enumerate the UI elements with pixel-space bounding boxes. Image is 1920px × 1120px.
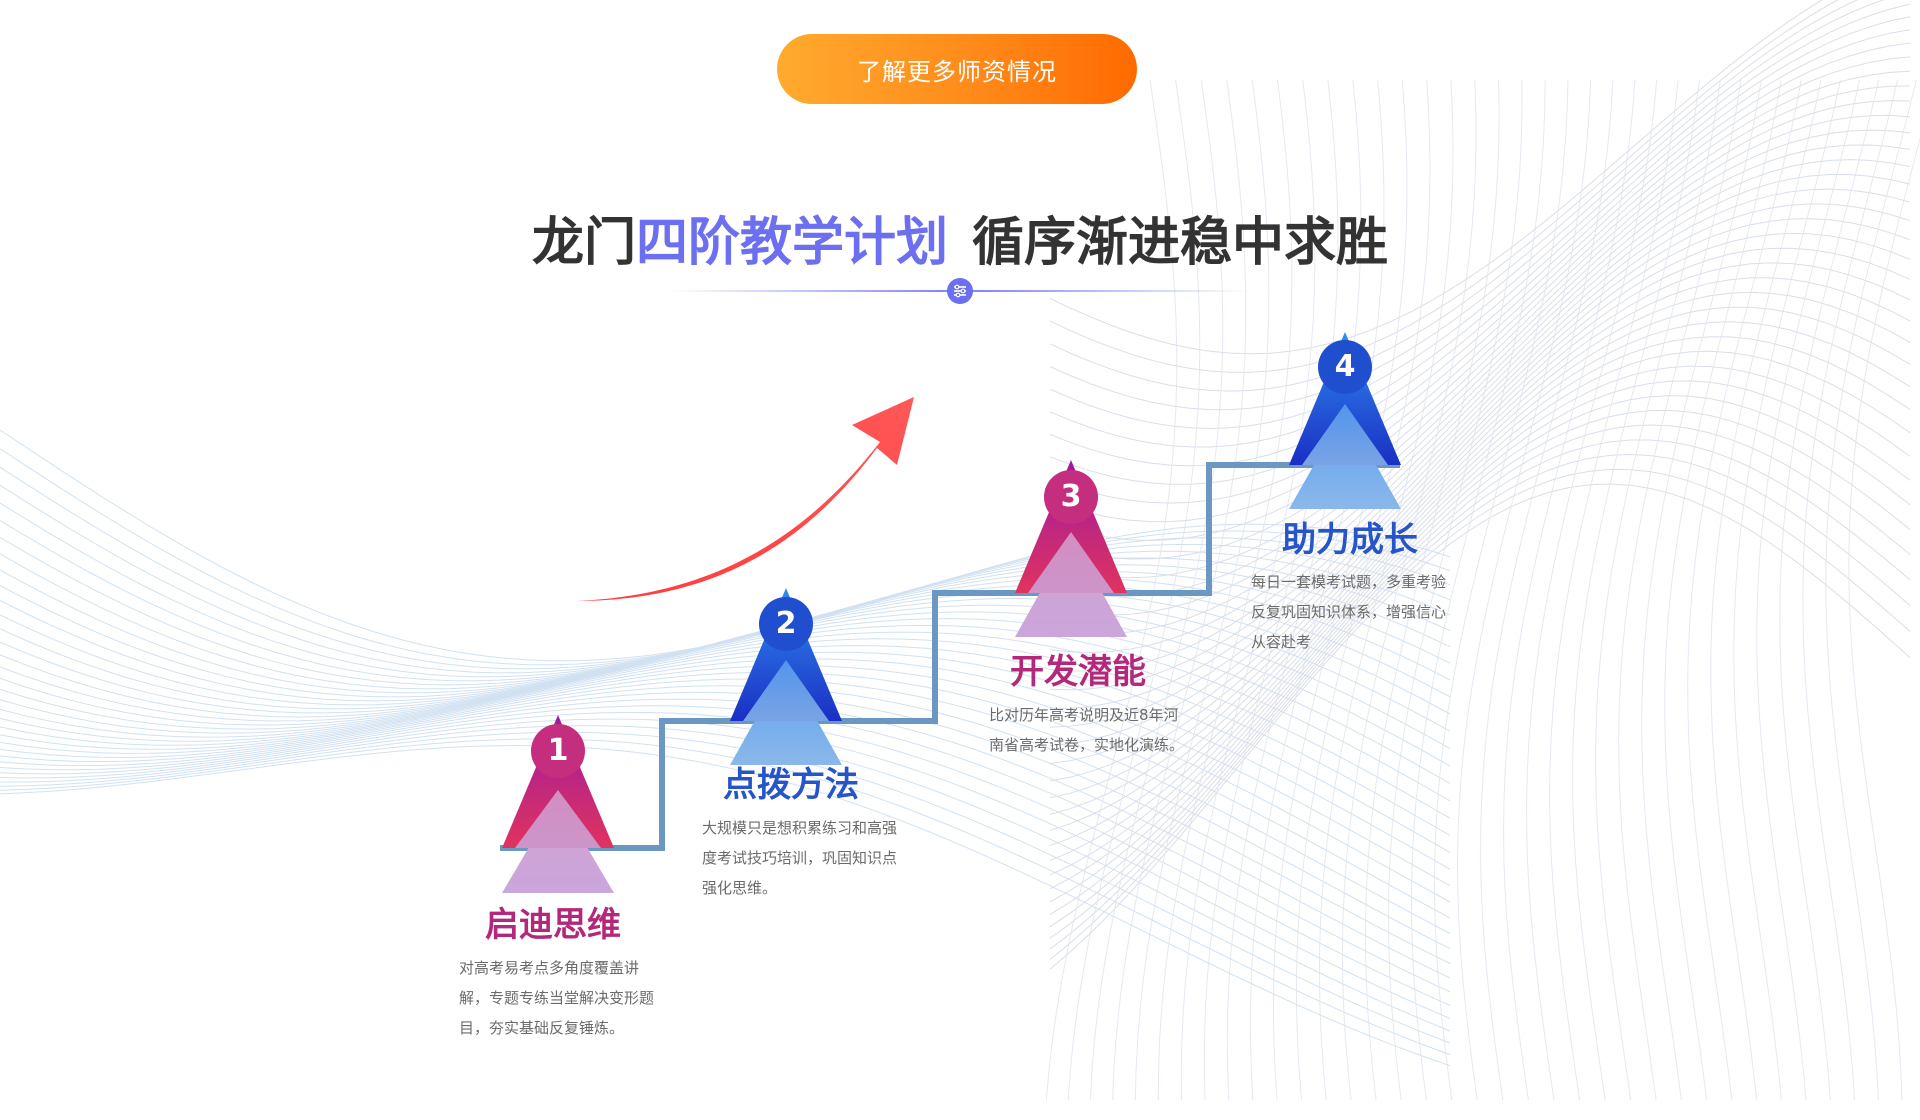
step-3-number: 3 <box>1060 479 1082 514</box>
page-title: 龙门四阶教学计划循序渐进稳中求胜 <box>0 208 1920 278</box>
step-4-title: 助力成长 <box>1282 520 1418 560</box>
step-2-description: 大规模只是想积累练习和高强度考试技巧培训，巩固知识点强化思维。 <box>702 819 898 897</box>
step-1-title: 启迪思维 <box>485 905 621 945</box>
step-1-description: 对高考易考点多角度覆盖讲解，专题专练当堂解决变形题目，夯实基础反复锤炼。 <box>459 959 655 1037</box>
step-4-marker <box>1289 332 1401 509</box>
step-1-number: 1 <box>547 733 569 768</box>
step-3-description: 比对历年高考说明及近8年河南省高考试卷，实地化演练。 <box>989 706 1185 754</box>
stair-line <box>500 462 1400 851</box>
step-3-marker <box>1015 460 1127 637</box>
sliders-icon <box>947 278 973 304</box>
title-part-2: 循序渐进稳中求胜 <box>972 213 1389 273</box>
step-4-description: 每日一套模考试题，多重考验反复巩固知识体系，增强信心从容赴考 <box>1251 573 1447 651</box>
step-2-number: 2 <box>775 606 797 641</box>
growth-arrow-icon <box>578 397 914 601</box>
learn-more-teachers-button[interactable]: 了解更多师资情况 <box>777 34 1137 104</box>
title-part-accent: 四阶教学计划 <box>635 213 948 273</box>
step-1-marker <box>502 715 614 893</box>
step-2-title: 点拨方法 <box>723 765 859 805</box>
step-4-number: 4 <box>1334 349 1356 384</box>
step-2-marker <box>730 588 842 765</box>
title-part-1: 龙门 <box>531 213 636 273</box>
step-3-title: 开发潜能 <box>1010 652 1146 692</box>
